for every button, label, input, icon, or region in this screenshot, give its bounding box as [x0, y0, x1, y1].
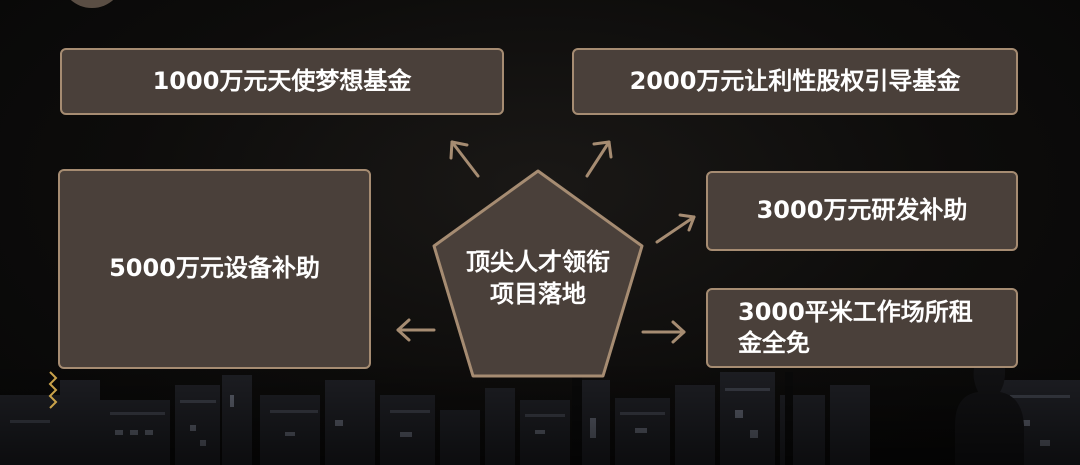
arrow-up-right	[585, 140, 613, 178]
center-label-line2: 项目落地	[490, 280, 586, 309]
box-angel-fund-label: 1000万元天使梦想基金	[152, 66, 412, 95]
arrow-right-lower	[641, 320, 686, 344]
box-workspace-rent-free-line2: 金全免	[738, 329, 810, 357]
box-equipment-subsidy-label: 5000万元设备补助	[109, 254, 320, 283]
box-rd-subsidy: 3000万元研发补助	[706, 171, 1018, 251]
center-label: 顶尖人才领衔 项目落地	[430, 246, 646, 311]
decorative-half-circle	[60, 0, 124, 8]
box-rd-subsidy-label: 3000万元研发补助	[756, 196, 968, 225]
box-workspace-rent-free: 3000平米工作场所租 金全免	[706, 288, 1018, 368]
center-pentagon	[432, 169, 644, 378]
box-equipment-subsidy: 5000万元设备补助	[58, 169, 371, 369]
arrow-right-upper	[655, 213, 696, 244]
arrow-up-left	[449, 140, 480, 178]
arrow-left	[396, 318, 436, 342]
zigzag-decoration	[48, 371, 58, 409]
center-label-line1: 顶尖人才领衔	[466, 248, 610, 276]
box-equity-guidance-fund: 2000万元让利性股权引导基金	[572, 48, 1018, 115]
box-workspace-rent-free-line1: 3000平米工作场所租	[738, 297, 973, 326]
box-equity-guidance-fund-label: 2000万元让利性股权引导基金	[629, 66, 961, 95]
box-angel-fund: 1000万元天使梦想基金	[60, 48, 504, 115]
